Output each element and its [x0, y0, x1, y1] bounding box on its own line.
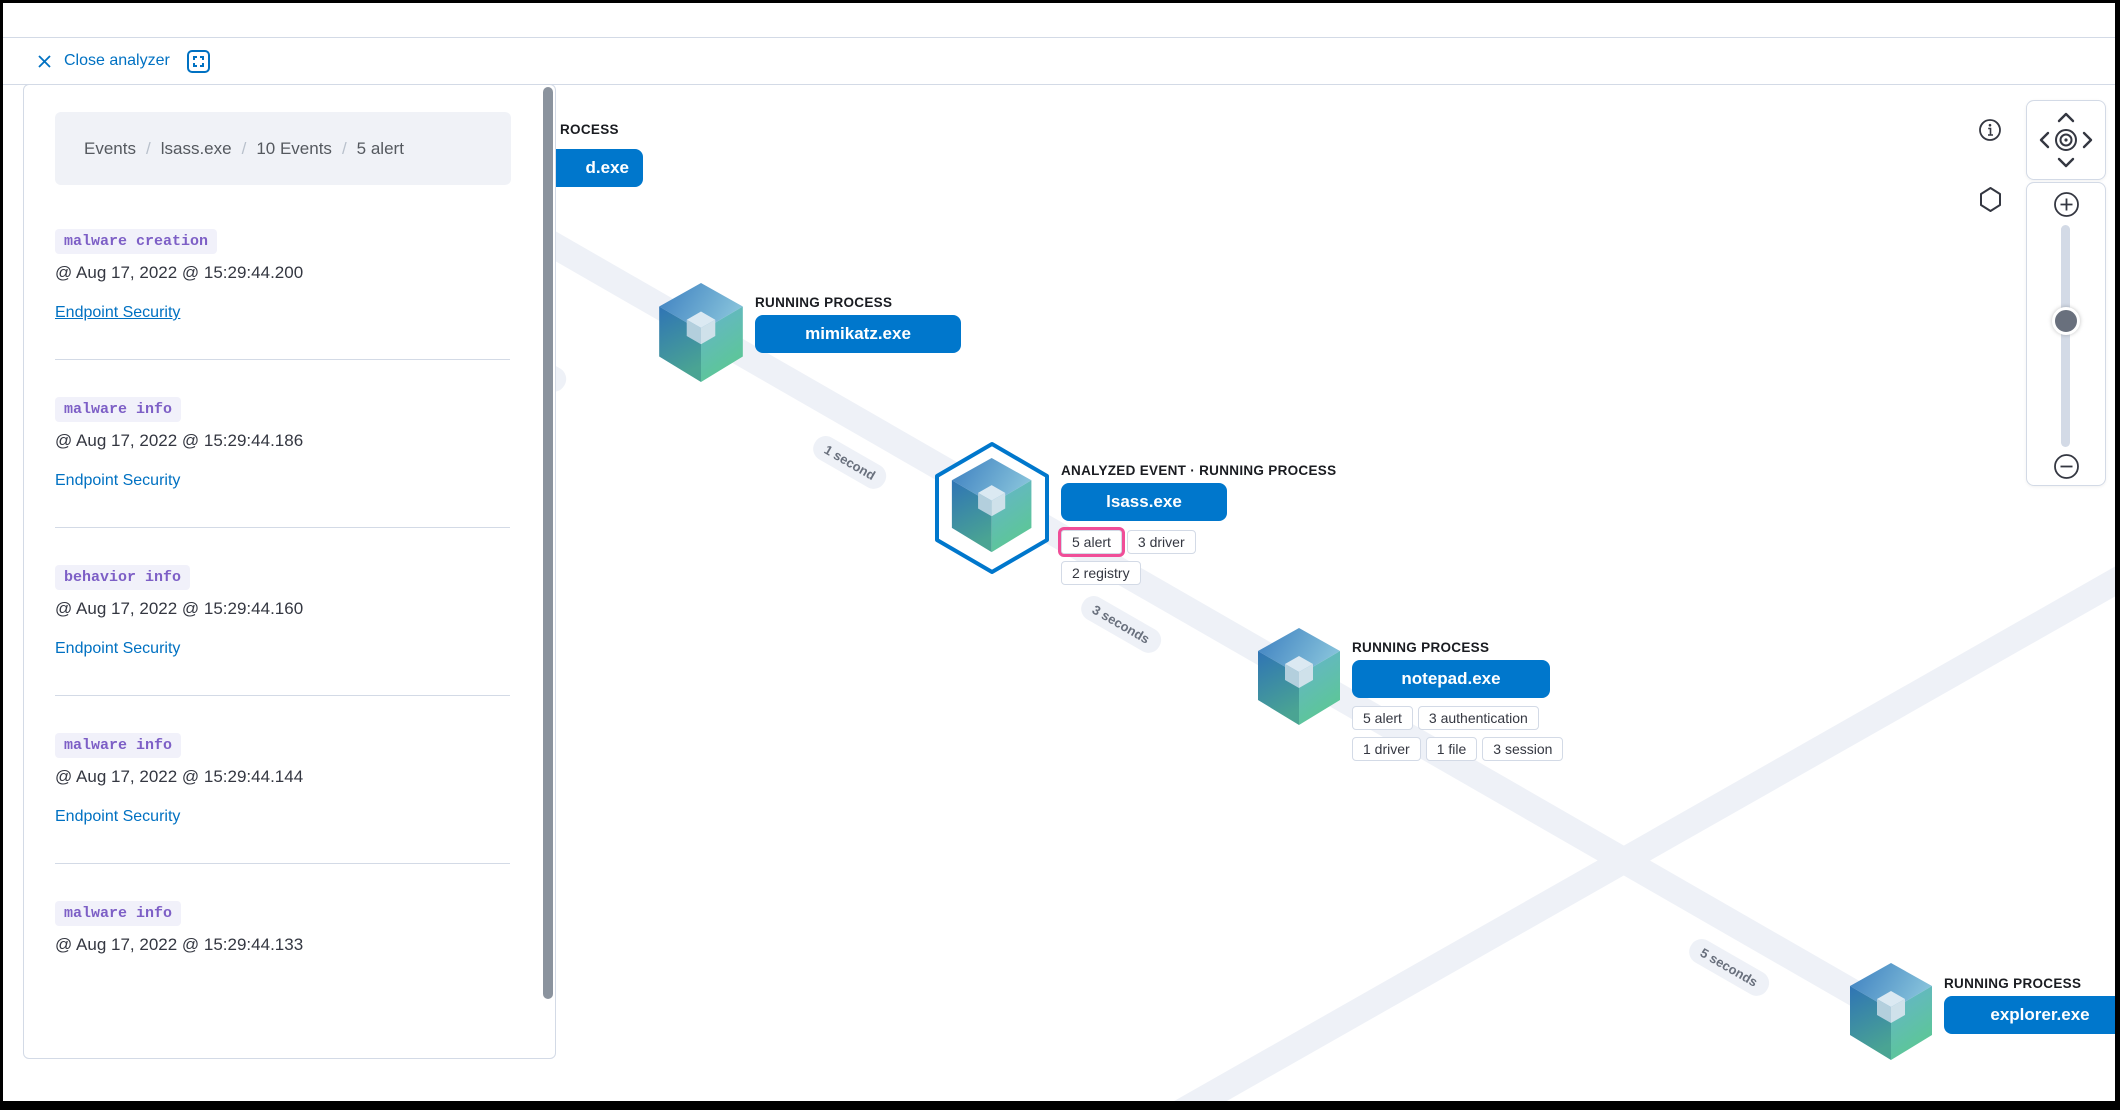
node-type-label: RUNNING PROCESS — [755, 295, 893, 310]
breadcrumb: Events / lsass.exe / 10 Events / 5 alert — [55, 112, 511, 185]
event-list: malware creation @ Aug 17, 2022 @ 15:29:… — [55, 229, 511, 955]
event-divider — [55, 527, 510, 528]
event-source-link[interactable]: Endpoint Security — [55, 808, 181, 825]
pan-right-icon — [2082, 131, 2093, 149]
event-source-link[interactable]: Endpoint Security — [55, 304, 181, 321]
event-divider — [55, 863, 510, 864]
event-item: malware info @ Aug 17, 2022 @ 15:29:44.1… — [55, 733, 511, 826]
event-source-link[interactable]: Endpoint Security — [55, 472, 181, 489]
zoom-slider-track[interactable] — [2061, 225, 2070, 447]
info-icon[interactable] — [1978, 118, 2002, 142]
breadcrumb-event-count[interactable]: 10 Events — [256, 138, 332, 158]
node-explorer: RUNNING PROCESS explorer.exe — [1846, 963, 2115, 1063]
node-notepad: RUNNING PROCESS notepad.exe 5 alert 3 au… — [1254, 628, 1564, 761]
event-timestamp: @ Aug 17, 2022 @ 15:29:44.160 — [55, 599, 304, 618]
event-category-badge: malware info — [55, 397, 182, 422]
node-lsass-analyzed: ANALYZED EVENT · RUNNING PROCESS lsass.e… — [931, 440, 1336, 585]
event-category-badge: malware info — [55, 901, 182, 926]
event-timestamp: @ Aug 17, 2022 @ 15:29:44.144 — [55, 767, 304, 786]
notepad-badge-alert[interactable]: 5 alert — [1352, 706, 1413, 730]
event-item: malware creation @ Aug 17, 2022 @ 15:29:… — [55, 229, 511, 322]
event-timestamp: @ Aug 17, 2022 @ 15:29:44.200 — [55, 263, 304, 282]
node-type-label: ANALYZED EVENT · RUNNING PROCESS — [1061, 463, 1337, 478]
center-view-icon — [2055, 129, 2077, 151]
analyzed-hexagon-cube-icon[interactable] — [931, 440, 1053, 574]
top-divider — [3, 3, 2115, 38]
schema-hexagon-icon[interactable] — [1977, 186, 2004, 213]
zoom-in-icon[interactable] — [2053, 191, 2080, 218]
process-cube-icon[interactable] — [655, 283, 747, 385]
event-item: behavior info @ Aug 17, 2022 @ 15:29:44.… — [55, 565, 511, 658]
event-timestamp: @ Aug 17, 2022 @ 15:29:44.133 — [55, 935, 304, 954]
pan-left-icon — [2039, 131, 2050, 149]
close-icon[interactable] — [37, 54, 52, 69]
event-category-badge: malware creation — [55, 229, 218, 254]
node-type-label: RUNNING PROCESS — [1352, 640, 1490, 655]
lsass-badge-alert-highlighted[interactable]: 5 alert — [1061, 530, 1122, 554]
truncated-node-type-label: ROCESS — [560, 122, 619, 137]
notepad-badge-authentication[interactable]: 3 authentication — [1417, 706, 1539, 730]
event-timestamp: @ Aug 17, 2022 @ 15:29:44.186 — [55, 431, 304, 450]
pan-up-icon — [2057, 112, 2075, 123]
zoom-out-icon[interactable] — [2053, 453, 2080, 480]
process-cube-icon[interactable] — [1254, 628, 1344, 728]
notepad-badge-file[interactable]: 1 file — [1425, 737, 1478, 761]
notepad-badge-driver[interactable]: 1 driver — [1352, 737, 1421, 761]
close-analyzer-link[interactable]: Close analyzer — [64, 52, 170, 69]
event-divider — [55, 359, 510, 360]
node-mimikatz: RUNNING PROCESS mimikatz.exe — [655, 283, 961, 385]
analyzer-toolbar: Close analyzer — [3, 38, 2115, 84]
event-divider — [55, 695, 510, 696]
event-item: malware info @ Aug 17, 2022 @ 15:29:44.1… — [55, 397, 511, 490]
explorer-button[interactable]: explorer.exe — [1944, 996, 2115, 1034]
fullscreen-icon[interactable] — [186, 49, 211, 74]
pan-down-icon — [2057, 157, 2075, 168]
lsass-badge-driver[interactable]: 3 driver — [1126, 530, 1196, 554]
event-item: malware info @ Aug 17, 2022 @ 15:29:44.1… — [55, 901, 511, 955]
notepad-badge-session[interactable]: 3 session — [1482, 737, 1564, 761]
panel-scrollbar-thumb[interactable] — [543, 87, 553, 999]
breadcrumb-process[interactable]: lsass.exe — [160, 138, 232, 158]
event-category-badge: behavior info — [55, 565, 191, 590]
breadcrumb-category[interactable]: 5 alert — [356, 138, 404, 158]
zoom-slider-thumb[interactable] — [2052, 307, 2080, 335]
lsass-button[interactable]: lsass.exe — [1061, 483, 1227, 521]
notepad-button[interactable]: notepad.exe — [1352, 660, 1550, 698]
zoom-control-panel — [2026, 182, 2106, 486]
node-type-label: RUNNING PROCESS — [1944, 976, 2082, 991]
breadcrumb-events[interactable]: Events — [84, 138, 136, 158]
event-category-badge: malware info — [55, 733, 182, 758]
event-source-link[interactable]: Endpoint Security — [55, 640, 181, 657]
events-panel: Events / lsass.exe / 10 Events / 5 alert… — [23, 84, 556, 1059]
mimikatz-button[interactable]: mimikatz.exe — [755, 315, 961, 353]
lsass-badge-registry[interactable]: 2 registry — [1061, 561, 1141, 585]
pan-control-panel — [2026, 100, 2106, 180]
process-cube-icon[interactable] — [1846, 963, 1936, 1063]
